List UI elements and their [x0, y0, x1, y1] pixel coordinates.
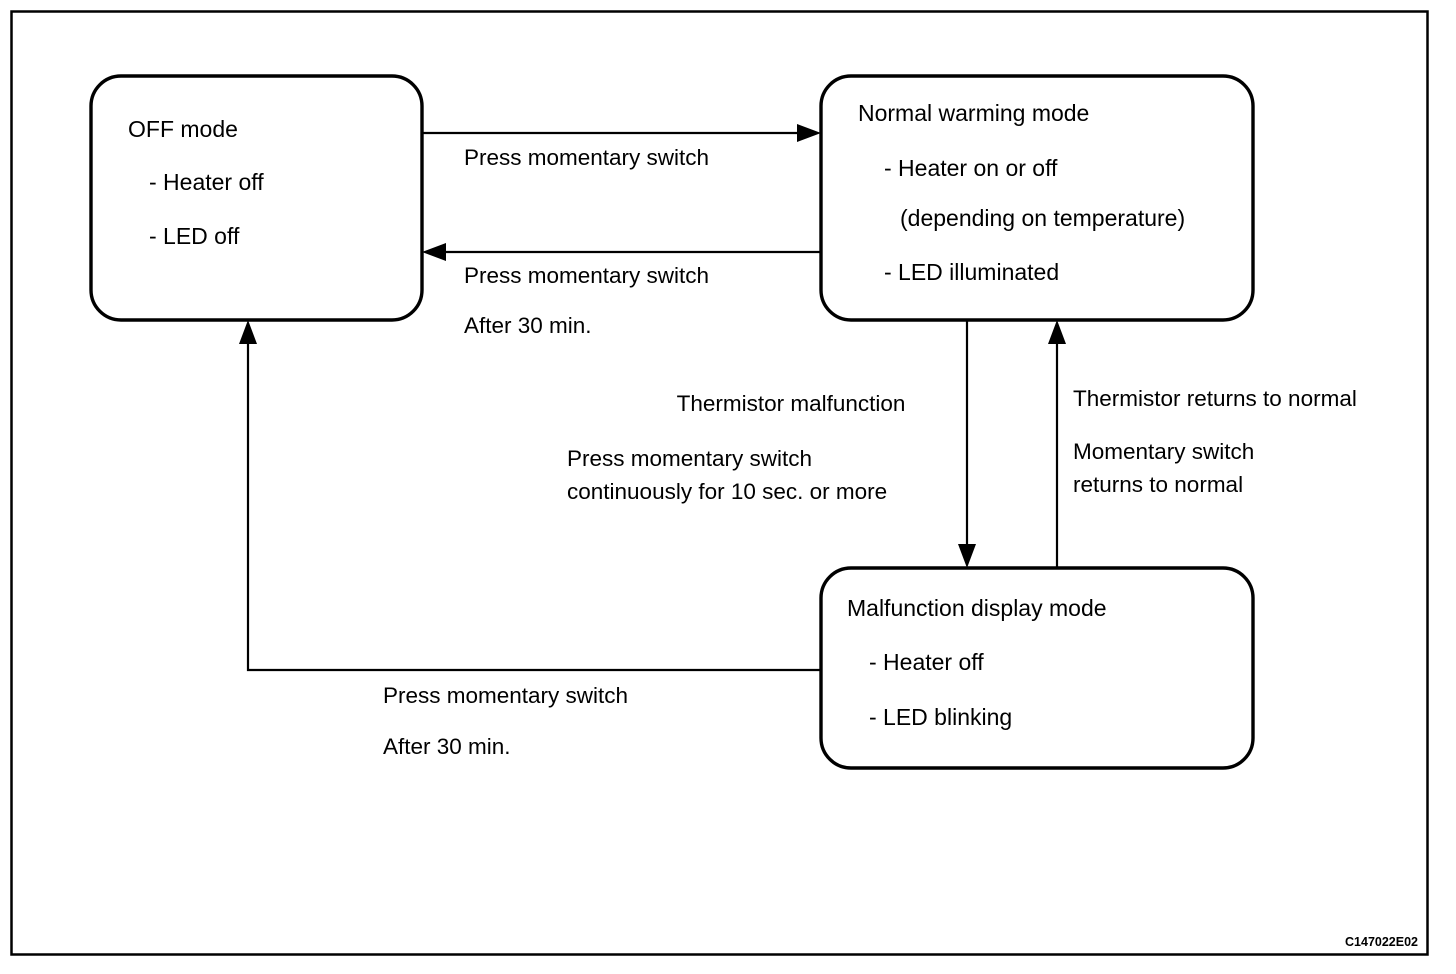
state-box-normal-warming-mode: Normal warming mode - Heater on or off (… — [819, 74, 1255, 322]
normal-to-malfunction-arrowhead — [958, 544, 976, 568]
off-mode-box-outline — [89, 74, 424, 322]
off-to-normal-label-0: Press momentary switch — [464, 145, 709, 170]
malfunction-display-mode-box-outline — [819, 566, 1255, 770]
off-mode-item-0: - Heater off — [149, 169, 264, 195]
malfunction-to-off-arrowhead — [239, 320, 257, 344]
state-box-malfunction-display-mode: Malfunction display mode - Heater off - … — [819, 566, 1255, 770]
malfunction-display-mode-item-0: - Heater off — [869, 649, 984, 675]
normal-warming-mode-title: Normal warming mode — [858, 100, 1089, 126]
transition-off-to-normal: Press momentary switch — [422, 124, 821, 170]
normal-warming-mode-item-0: - Heater on or off — [884, 155, 1058, 181]
normal-warming-mode-box-outline — [819, 74, 1255, 322]
off-mode-item-1: - LED off — [149, 223, 240, 249]
malfunction-to-off-line — [246, 335, 821, 672]
normal-to-malfunction-label-2: continuously for 10 sec. or more — [567, 479, 887, 504]
transition-normal-to-malfunction: Thermistor malfunction Press momentary s… — [567, 320, 976, 568]
figure-reference-code: C147022E02 — [1345, 935, 1418, 949]
normal-to-off-label-1: After 30 min. — [464, 313, 592, 338]
transition-normal-to-off: Press momentary switch After 30 min. — [422, 243, 821, 338]
malfunction-to-normal-label-0: Thermistor returns to normal — [1073, 386, 1357, 411]
normal-to-off-arrowhead — [422, 243, 446, 261]
normal-warming-mode-item-2: - LED illuminated — [884, 259, 1059, 285]
state-box-off-mode: OFF mode - Heater off - LED off — [89, 74, 424, 322]
malfunction-to-normal-arrowhead — [1048, 320, 1066, 344]
transition-malfunction-to-normal: Thermistor returns to normal Momentary s… — [1048, 320, 1357, 568]
off-mode-title: OFF mode — [128, 116, 238, 142]
malfunction-to-off-label-1: After 30 min. — [383, 734, 511, 759]
normal-to-malfunction-label-0: Thermistor malfunction — [677, 391, 906, 416]
malfunction-display-mode-item-1: - LED blinking — [869, 704, 1012, 730]
malfunction-display-mode-title: Malfunction display mode — [847, 595, 1107, 621]
malfunction-to-normal-label-2: returns to normal — [1073, 472, 1243, 497]
malfunction-to-normal-label-1: Momentary switch — [1073, 439, 1254, 464]
transition-malfunction-to-off: Press momentary switch After 30 min. — [239, 320, 821, 759]
normal-to-malfunction-label-1: Press momentary switch — [567, 446, 812, 471]
off-to-normal-arrowhead — [797, 124, 821, 142]
normal-to-off-label-0: Press momentary switch — [464, 263, 709, 288]
normal-warming-mode-item-1: (depending on temperature) — [900, 205, 1185, 231]
malfunction-to-off-label-0: Press momentary switch — [383, 683, 628, 708]
